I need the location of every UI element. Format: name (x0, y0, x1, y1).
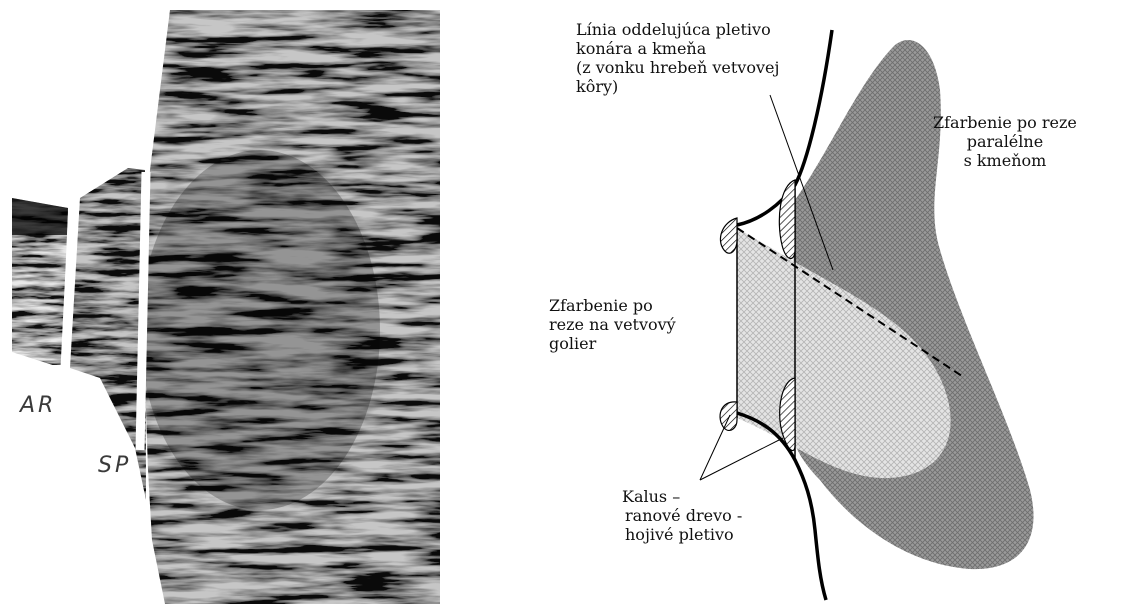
annotation-collar-stain: Zfarbenie po reze na vetvový golier (549, 296, 676, 353)
callus-bottom-left (720, 402, 737, 431)
annotation-top-line-2: konára a kmeňa (576, 39, 779, 58)
leader-bottom-b (700, 438, 783, 480)
annotation-callus: Kalus – ranové drevo - hojivé pletivo (622, 487, 742, 547)
annotation-bottom-line-2: ranové drevo - (622, 506, 742, 525)
label-ar: AR (18, 393, 56, 418)
annotation-bottom-line-1: Kalus – (622, 487, 742, 506)
cut-line-sp (140, 172, 146, 450)
callus-top-left (720, 218, 737, 253)
annotation-stem-branch-line: Línia oddelujúca pletivo konára a kmeňa … (576, 20, 779, 96)
annotation-right-line-1: Zfarbenie po reze (933, 113, 1077, 132)
annotation-bottom-line-3: hojivé pletivo (622, 525, 742, 544)
annotation-left-line-3: golier (549, 334, 676, 353)
annotation-right-line-2: paralélne (933, 132, 1077, 151)
branch-stub (10, 195, 70, 365)
tree-cut-photo: AR SP (0, 0, 450, 604)
callus-top-right (779, 180, 795, 258)
label-sp: SP (98, 453, 131, 478)
annotation-right-line-3: s kmeňom (933, 151, 1077, 170)
annotation-parallel-stain: Zfarbenie po reze paralélne s kmeňom (933, 113, 1077, 170)
annotation-top-line-4: kôry) (576, 77, 779, 96)
leader-bottom-a (700, 415, 730, 480)
annotation-left-line-2: reze na vetvový (549, 315, 676, 334)
annotation-left-line-1: Zfarbenie po (549, 296, 676, 315)
trunk-bark (140, 0, 450, 604)
annotation-top-line-3: (z vonku hrebeň vetvovej (576, 58, 779, 77)
annotation-top-line-1: Línia oddelujúca pletivo (576, 20, 779, 39)
